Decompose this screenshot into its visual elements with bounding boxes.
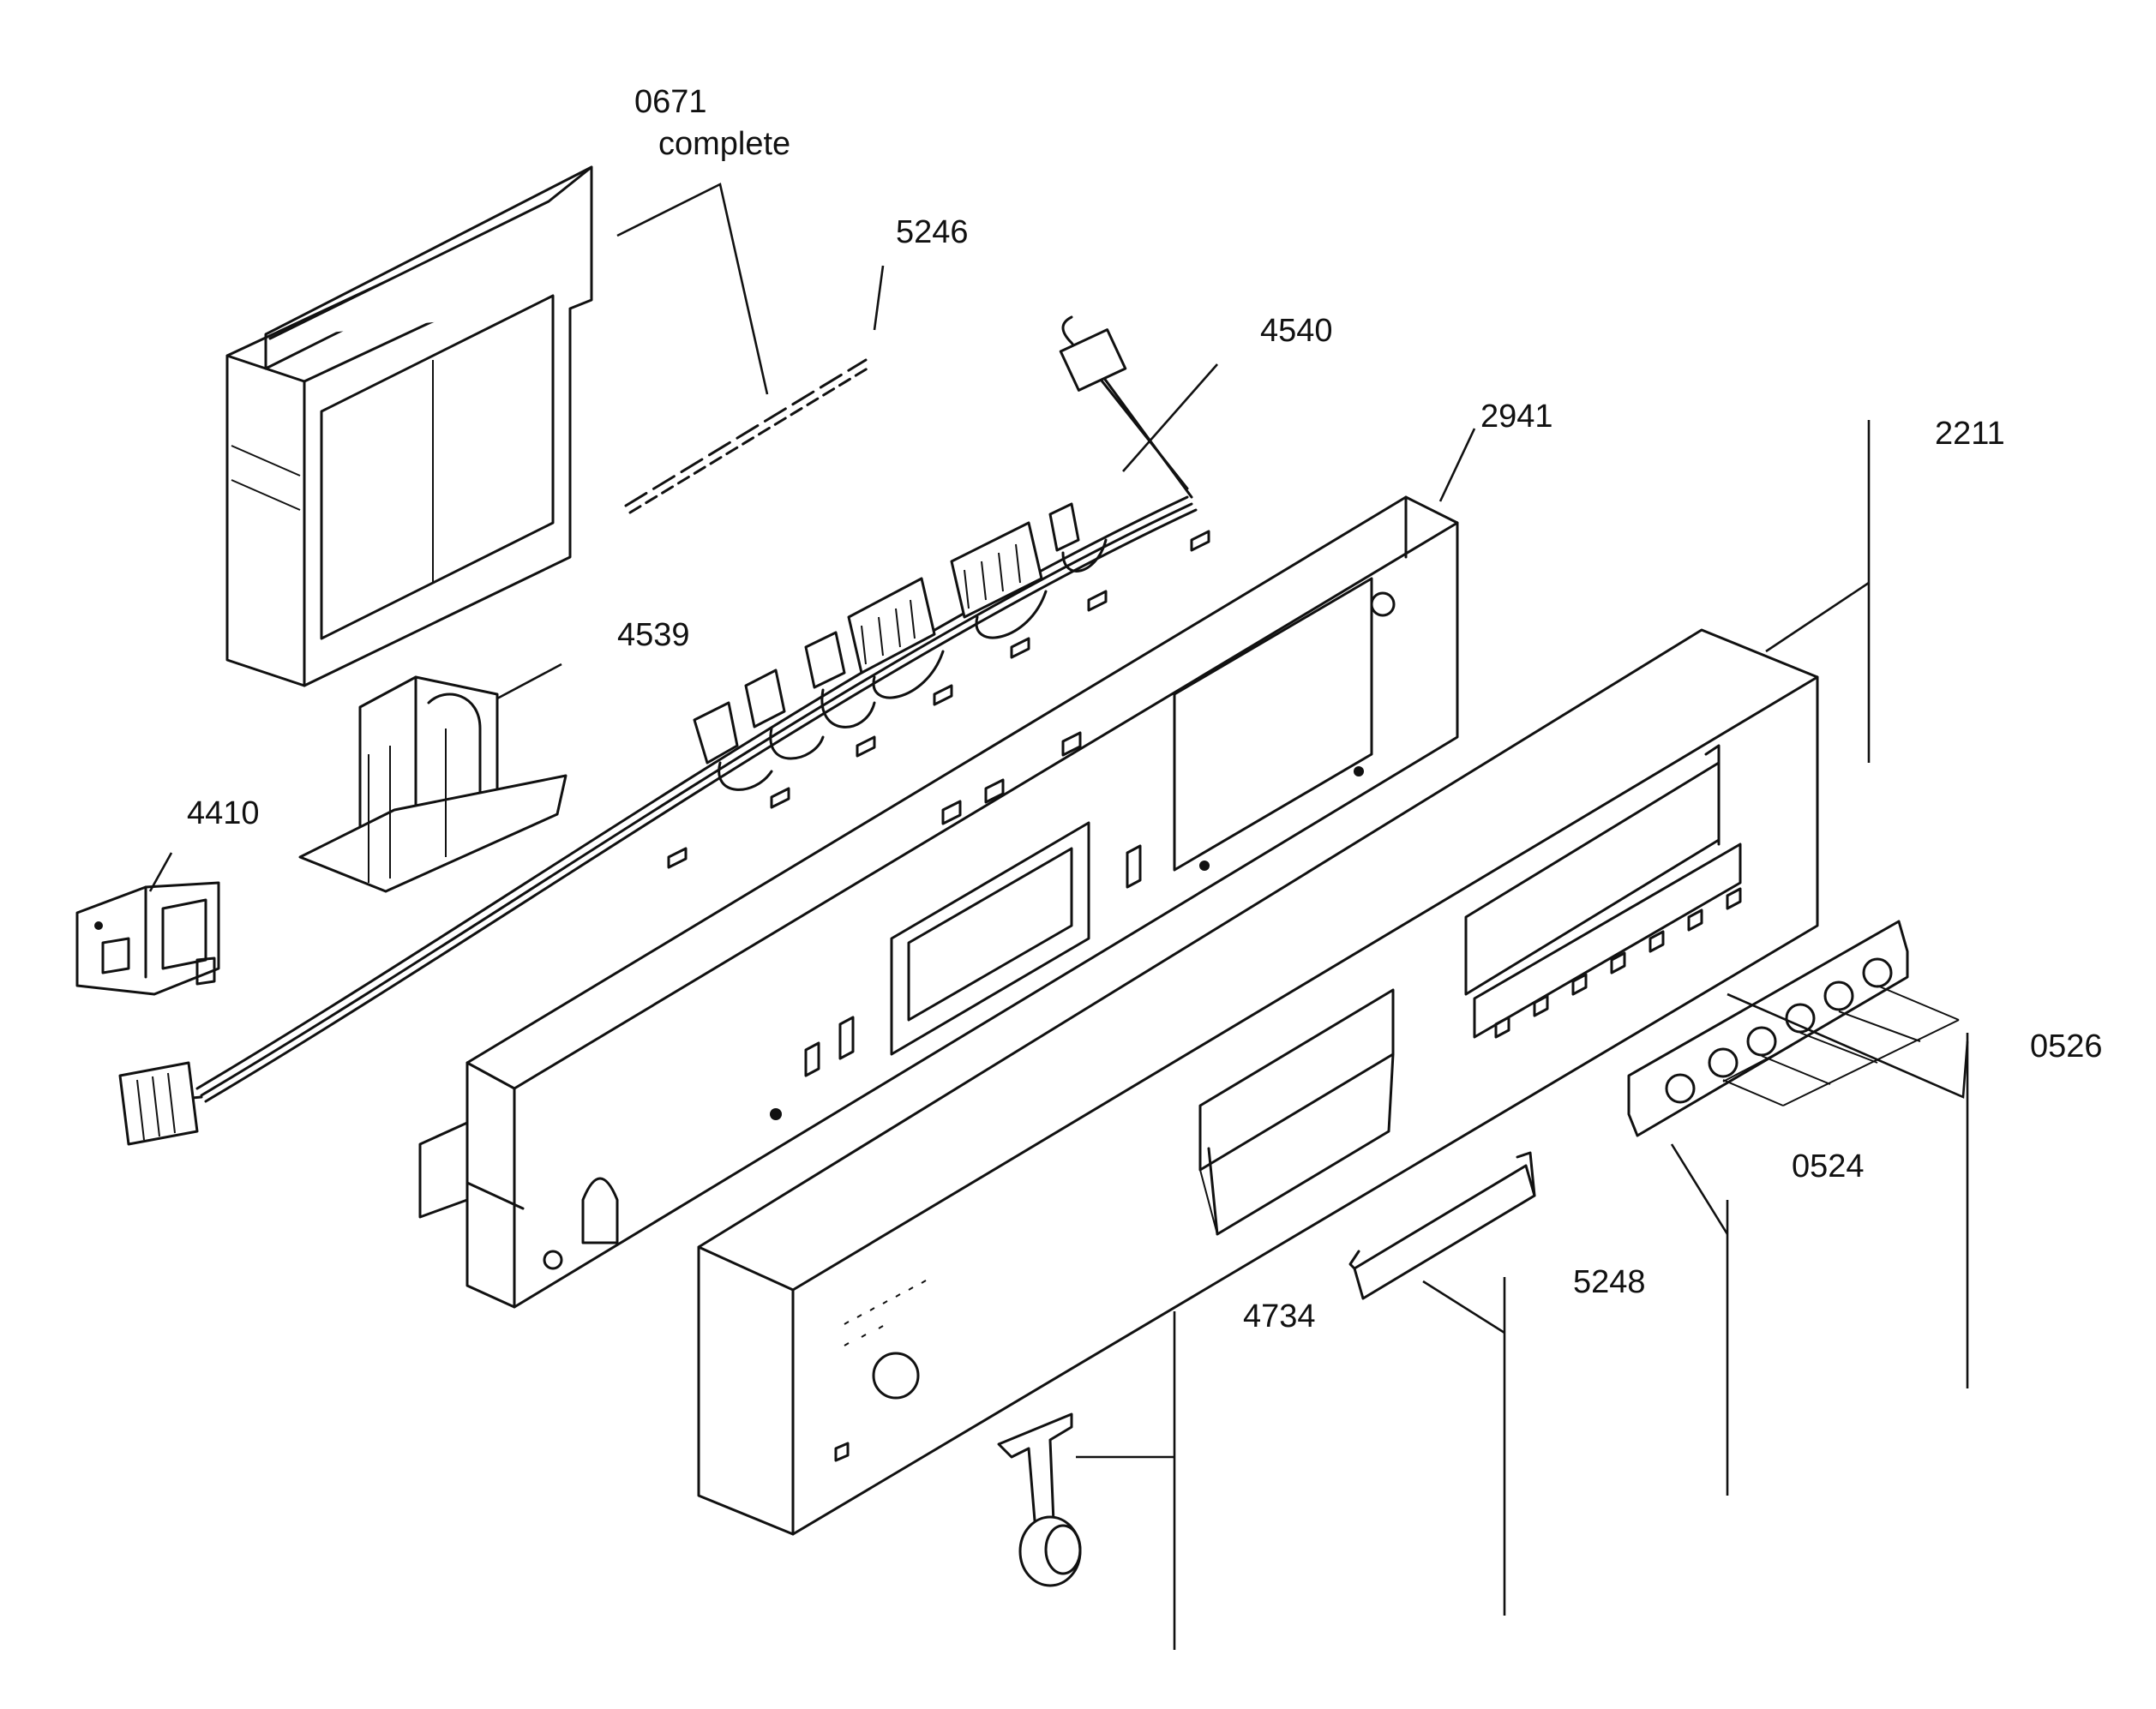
part-0671-module-box <box>225 165 593 687</box>
part-4540-wiring-harness <box>118 315 1198 1146</box>
part-5246-label-strip <box>624 358 872 514</box>
label-4539: 4539 <box>617 617 690 653</box>
label-4734: 4734 <box>1243 1298 1316 1334</box>
label-4540: 4540 <box>1260 313 1333 349</box>
label-2211: 2211 <box>1935 416 2005 452</box>
label-5248: 5248 <box>1573 1264 1646 1300</box>
part-4734-lever <box>997 1412 1082 1587</box>
leader-lines <box>148 183 1969 1650</box>
part-4539-bracket <box>298 675 568 893</box>
label-5246: 5246 <box>896 214 969 250</box>
part-2941-inner-frame <box>418 495 1459 1309</box>
label-4410: 4410 <box>187 795 260 831</box>
label-0526: 0526 <box>2030 1028 2103 1064</box>
label-2941: 2941 <box>1480 399 1553 435</box>
part-5248-cover <box>1348 1151 1536 1300</box>
label-0524: 0524 <box>1792 1148 1865 1184</box>
part-4410-switch <box>75 881 220 996</box>
part-2211-fascia-panel <box>697 628 1819 1536</box>
part-0526-button-set <box>1627 920 1960 1137</box>
label-complete: complete <box>658 126 791 162</box>
label-0671: 0671 <box>634 84 707 120</box>
